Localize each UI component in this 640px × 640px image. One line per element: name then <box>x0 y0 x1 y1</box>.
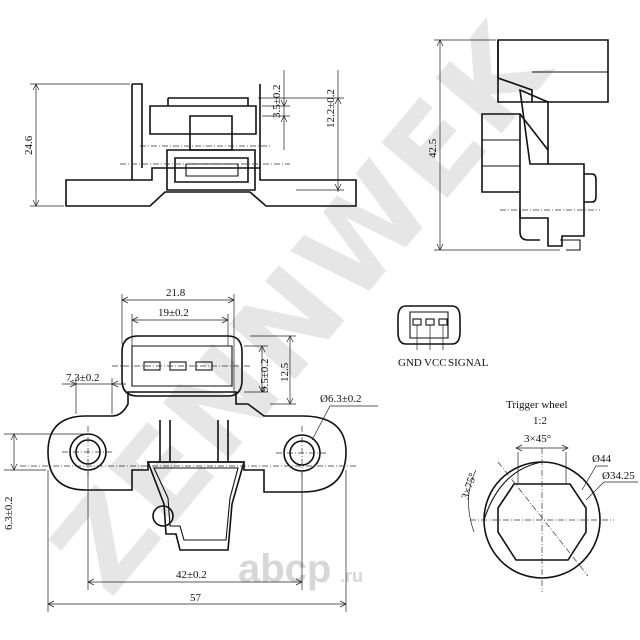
dim-connector-v2: 12.5 <box>279 362 291 382</box>
dim-front-mid: 12.2±0.2 <box>325 89 337 128</box>
pin-label-gnd: GND <box>398 357 422 369</box>
watermark-tld-text: .ru <box>340 566 363 586</box>
dim-side-height: 42.5 <box>427 138 439 158</box>
dim-chamfer-top: 3×45° <box>524 433 551 445</box>
dim-hole-diameter: Ø6.3±0.2 <box>320 393 361 405</box>
dim-body-width: 21.8 <box>166 287 186 299</box>
trigger-wheel: Trigger wheel 1:2 3×45° 3×75° Ø44 Ø34.25 <box>459 399 638 592</box>
dim-flange-offset: 7.3±0.2 <box>66 372 100 384</box>
connector-pinout: GND VCC SIGNAL <box>397 305 489 369</box>
dim-chamfer-side: 3×75° <box>459 471 479 500</box>
front-view: 24.6 3.5±0.2 12.2±0.2 <box>23 70 357 207</box>
dim-outer-diameter: Ø44 <box>592 453 611 465</box>
top-view: 21.8 19±0.2 9.5±0.2 12.5 7.3±0.2 Ø6.3±0.… <box>3 287 378 612</box>
pin-label-vcc: VCC <box>424 357 447 369</box>
dim-front-top: 3.5±0.2 <box>271 84 283 118</box>
dim-flange-height: 6.3±0.2 <box>3 496 15 530</box>
dim-front-height: 24.6 <box>23 135 35 155</box>
dim-connector-width: 19±0.2 <box>158 307 189 319</box>
dim-hole-pitch: 42±0.2 <box>176 569 207 581</box>
dim-connector-v1: 9.5±0.2 <box>259 358 271 392</box>
site-logo: abcp .ru <box>238 547 363 591</box>
dim-total-width: 57 <box>190 592 202 604</box>
dim-inner-diameter: Ø34.25 <box>602 470 635 482</box>
trigger-wheel-title: Trigger wheel <box>506 399 568 411</box>
watermark-site-text: abcp <box>238 547 331 591</box>
pin-label-signal: SIGNAL <box>448 357 489 369</box>
trigger-wheel-scale: 1:2 <box>533 415 547 427</box>
side-view: 42.5 <box>427 39 609 251</box>
